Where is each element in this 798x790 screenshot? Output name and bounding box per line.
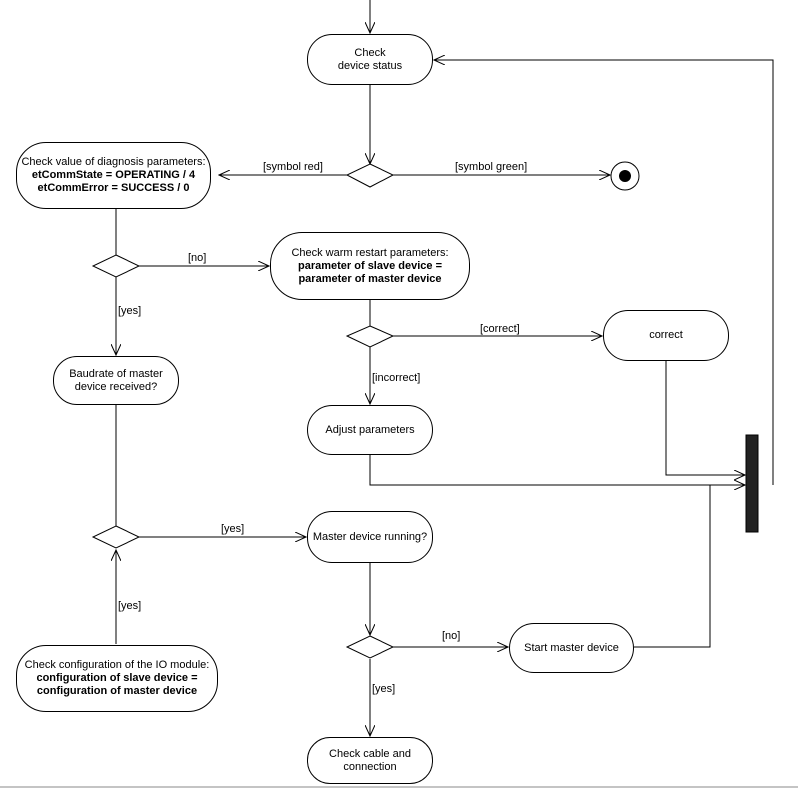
node-check-configuration-title: Check configuration of the IO module: xyxy=(24,659,210,671)
guard-yes-baudrate: [yes] xyxy=(118,305,142,317)
node-correct: correct xyxy=(603,310,729,361)
guard-yes-cable: [yes] xyxy=(372,683,396,695)
node-check-cable: Check cable and connection xyxy=(307,737,433,784)
node-check-cable-line2: connection xyxy=(343,760,397,773)
node-check-warm-restart-line2: parameter of master device xyxy=(298,272,442,285)
guard-yes-master: [yes] xyxy=(221,523,245,535)
node-adjust-parameters-label: Adjust parameters xyxy=(325,423,415,436)
guard-symbol-red: [symbol red] xyxy=(263,161,323,173)
edge-start-bar xyxy=(634,485,711,648)
node-check-device-status: Check device status xyxy=(307,34,433,85)
node-check-configuration-line1: configuration of slave device = xyxy=(36,672,198,684)
edge-correct-bar xyxy=(665,361,745,475)
node-check-device-status-line2: device status xyxy=(337,59,403,72)
node-adjust-parameters: Adjust parameters xyxy=(307,405,433,455)
decision-diamond-master xyxy=(345,635,395,659)
node-check-diagnosis-comm-error: etCommError = SUCCESS / 0 xyxy=(37,182,190,194)
guard-incorrect: [incorrect] xyxy=(372,372,421,384)
node-check-diagnosis-title: Check value of diagnosis parameters: xyxy=(21,156,206,168)
edge-adjust-bar xyxy=(369,455,745,485)
node-master-running-label: Master device running? xyxy=(312,530,428,543)
node-check-warm-restart-title: Check warm restart parameters: xyxy=(291,246,449,259)
node-baudrate-line2: device received? xyxy=(74,380,158,393)
node-check-diagnosis-comm-state: etCommState = OPERATING / 4 xyxy=(31,169,196,181)
join-bar xyxy=(745,434,759,533)
guard-yes-config: [yes] xyxy=(118,600,142,612)
decision-diamond-baudrate xyxy=(91,525,141,549)
decision-diamond-diag xyxy=(91,254,141,278)
node-check-device-status-line1: Check xyxy=(354,46,386,59)
final-node-inner xyxy=(619,170,631,182)
node-start-master-label: Start master device xyxy=(524,641,619,654)
guard-symbol-green: [symbol green] xyxy=(455,161,528,173)
guard-correct: [correct] xyxy=(480,323,520,335)
node-check-configuration: Check configuration of the IO module: co… xyxy=(16,645,218,712)
edge-loop-status xyxy=(434,60,774,485)
node-check-configuration-line2: configuration of master device xyxy=(36,685,198,697)
decision-diamond-status xyxy=(345,163,395,188)
node-check-cable-line1: Check cable and xyxy=(329,747,411,760)
node-check-diagnosis: Check value of diagnosis parameters: etC… xyxy=(16,142,211,209)
node-baudrate-line1: Baudrate of master xyxy=(69,367,163,380)
node-start-master: Start master device xyxy=(509,623,634,673)
node-check-warm-restart-line1: parameter of slave device = xyxy=(298,259,442,272)
node-correct-label: correct xyxy=(649,329,683,341)
node-check-warm-restart: Check warm restart parameters: parameter… xyxy=(270,232,470,300)
guard-no-warm: [no] xyxy=(188,252,207,264)
node-master-running: Master device running? xyxy=(307,511,433,563)
node-baudrate: Baudrate of master device received? xyxy=(53,356,179,405)
decision-diamond-warm xyxy=(345,325,395,348)
guard-no-start: [no] xyxy=(442,630,461,642)
